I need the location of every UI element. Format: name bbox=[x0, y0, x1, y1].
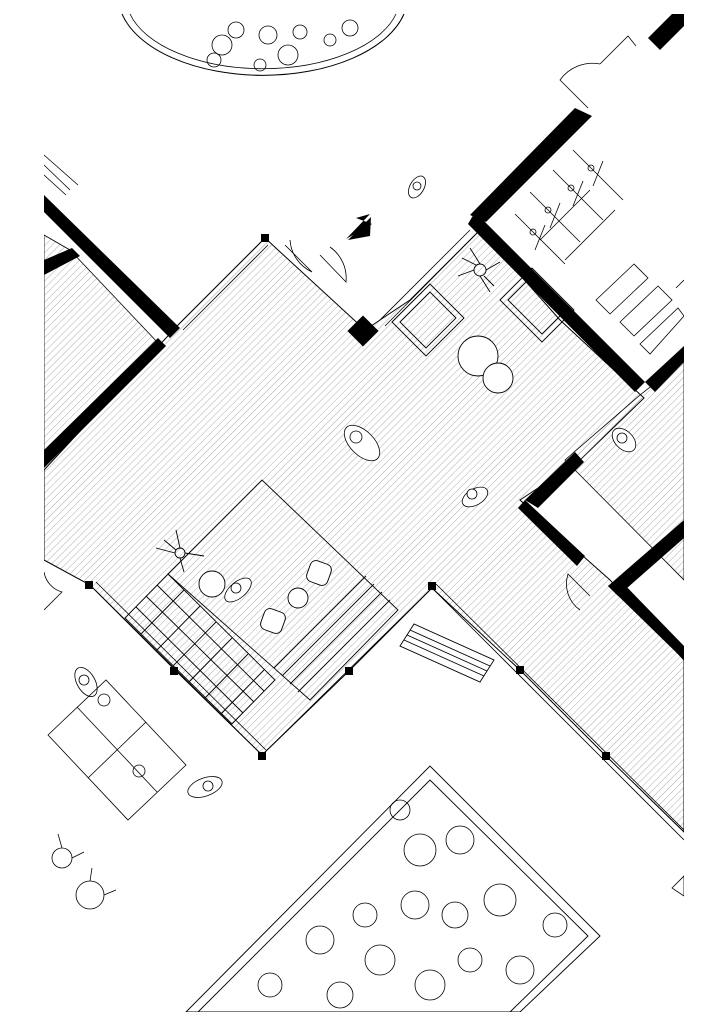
shelving-racks bbox=[595, 263, 684, 355]
north-marker-icon bbox=[348, 217, 371, 240]
main-floor bbox=[44, 229, 684, 833]
outdoor-table-grid bbox=[47, 679, 187, 821]
garden-planter bbox=[185, 765, 601, 1012]
sofa-icon bbox=[391, 267, 575, 357]
plant-icon bbox=[257, 799, 568, 1009]
plant-icon bbox=[206, 19, 359, 72]
seating-cluster bbox=[198, 560, 332, 634]
raised-platform bbox=[167, 479, 399, 701]
round-table-icon bbox=[457, 335, 514, 394]
plant-icon bbox=[155, 529, 205, 573]
triangle-icon bbox=[346, 214, 372, 239]
door-swing-icon bbox=[44, 35, 637, 611]
plant-icon bbox=[457, 247, 501, 293]
edge-fragments bbox=[671, 279, 684, 897]
facade-lines bbox=[44, 154, 684, 841]
plant-icon bbox=[51, 833, 117, 910]
person-icon bbox=[74, 175, 637, 798]
round-planter bbox=[121, 13, 405, 76]
bench-icon bbox=[399, 623, 495, 683]
stair-icon bbox=[124, 573, 276, 725]
walls bbox=[44, 14, 684, 760]
bicycle-icon bbox=[514, 149, 624, 265]
